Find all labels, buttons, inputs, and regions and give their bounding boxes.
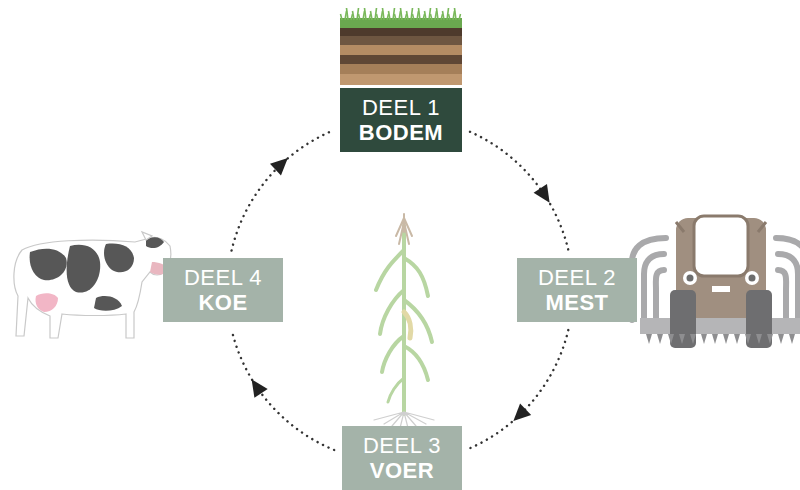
dotted-arc xyxy=(232,330,335,450)
cycle-arrow xyxy=(232,131,333,251)
arrowhead xyxy=(508,403,531,426)
part-box: DEEL 2MEST xyxy=(517,258,637,322)
cow-illustration xyxy=(14,232,171,338)
part-number: DEEL 3 xyxy=(363,433,441,458)
part-name: MEST xyxy=(545,290,608,315)
dotted-arc xyxy=(470,330,569,448)
part-name: KOE xyxy=(198,290,247,315)
part-name: BODEM xyxy=(359,120,443,145)
tractor-illustration xyxy=(632,216,800,348)
dotted-arc xyxy=(232,131,333,251)
part-box-dark: DEEL 1BODEM xyxy=(340,88,462,152)
part-number: DEEL 1 xyxy=(362,95,440,120)
part-box: DEEL 3VOER xyxy=(342,426,462,490)
cycle-arrow xyxy=(470,132,568,251)
cycle-arrow xyxy=(232,330,335,450)
cycle-arrow xyxy=(470,330,569,448)
part-number: DEEL 2 xyxy=(538,265,616,290)
part-box: DEEL 4KOE xyxy=(163,258,283,322)
arrowhead xyxy=(534,184,557,207)
part-number: DEEL 4 xyxy=(184,265,262,290)
part-name: VOER xyxy=(370,458,434,483)
arrowhead xyxy=(245,375,268,398)
maize-illustration xyxy=(374,214,434,428)
dotted-arc xyxy=(470,132,568,251)
soil-illustration xyxy=(340,8,462,85)
arrowhead xyxy=(270,152,293,175)
